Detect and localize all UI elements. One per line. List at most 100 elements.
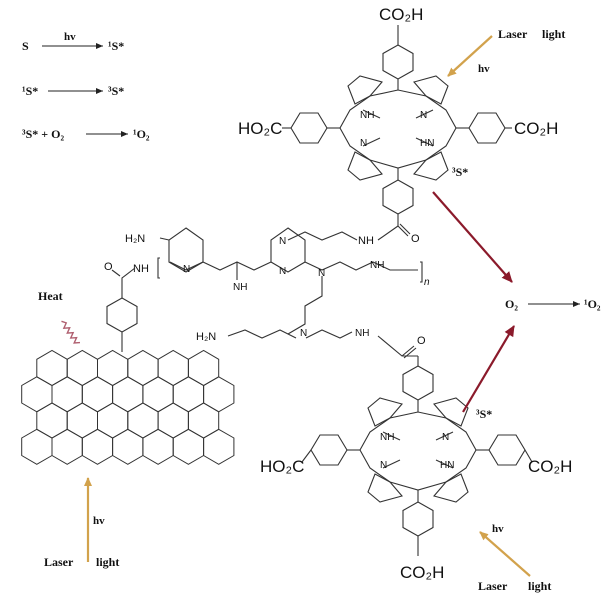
laser-arrow-top: Laser light hv <box>447 27 565 77</box>
laser-label-left: Laser <box>44 555 74 569</box>
graphene-hexagon <box>21 376 53 413</box>
phenyl-ring <box>488 434 526 466</box>
reaction-2: ¹S* ³S* <box>22 84 124 98</box>
graphene-hexagon <box>21 428 53 465</box>
hv-label-left: hv <box>93 515 105 527</box>
reaction-3: ³S* + O₂ ¹O₂ <box>22 127 150 141</box>
graphene-hexagon <box>157 402 189 439</box>
graphene-hexagon <box>187 349 220 387</box>
n-label: N <box>318 268 325 279</box>
reaction-scheme: S hv ¹S* ¹S* ³S* ³S* + O₂ ¹O₂ <box>22 31 150 141</box>
energy-transfer-top: ³S* <box>432 165 513 283</box>
light-label-left: light <box>96 555 119 569</box>
nh-label: NH <box>233 282 247 293</box>
carboxyl-label: CO₂H <box>400 563 444 582</box>
graphene-hexagon <box>112 376 144 413</box>
carbonyl-o-label: O <box>104 261 113 273</box>
amide-nh-label: NH <box>133 263 149 275</box>
graphene-hexagon <box>66 402 98 439</box>
amide-linker-graphene: NH O <box>104 261 149 352</box>
laser-arrow-bottom-right: hv Laser light <box>478 523 551 593</box>
nh-label: NH <box>355 328 369 339</box>
reaction-1-right: ¹S* <box>108 39 124 53</box>
reaction-2-left: ¹S* <box>22 84 38 98</box>
amide-linker-top: O NH <box>358 223 420 247</box>
carboxyl-label: CO₂H <box>379 5 423 24</box>
graphene-hexagon <box>36 349 68 387</box>
graphene-hexagon <box>97 349 129 387</box>
singlet-oxygen-reaction: O₂ ¹O₂ <box>505 297 601 311</box>
graphene-hexagon <box>66 349 98 387</box>
phenyl-ring <box>310 434 348 466</box>
n-label: N <box>300 328 307 339</box>
piperazine-ring <box>270 227 306 273</box>
singlet-oxygen-label: ¹O₂ <box>584 297 601 311</box>
triplet-label-bottom: ³S* <box>476 407 492 421</box>
amide-linker-bottom: O <box>377 335 426 366</box>
heat-wave <box>61 320 81 344</box>
hn-label: HN <box>440 460 454 471</box>
n-label: N <box>279 236 286 247</box>
amine-label: H₂N <box>125 233 145 245</box>
heat-indicator: Heat <box>38 289 81 344</box>
phenyl-ring <box>402 501 434 537</box>
phenyl-ring <box>382 179 414 215</box>
graphene-sheet <box>21 349 235 465</box>
carbonyl-o-label: O <box>417 335 426 347</box>
graphene-hexagon <box>97 402 129 439</box>
carboxyl-label: CO₂H <box>528 457 572 476</box>
n-label: N <box>183 264 190 275</box>
energy-transfer-bottom: ³S* <box>462 325 515 421</box>
reaction-3-left: ³S* + O₂ <box>22 127 64 141</box>
phenyl-ring <box>382 44 414 80</box>
reaction-1-left: S <box>22 39 29 53</box>
graphene-hexagon <box>142 428 174 465</box>
reaction-1-hv: hv <box>64 31 76 43</box>
repeat-n-label: n <box>424 277 430 288</box>
n-label: N <box>360 138 367 149</box>
reaction-1: S hv ¹S* <box>22 31 124 53</box>
pei-polymer: N N NH N H₂N n NH N N H₂N NH <box>125 227 430 343</box>
laser-label-top: Laser <box>498 27 528 41</box>
porphyrin-macrocycle <box>339 75 457 181</box>
porphyrin-top: CO₂H NH N N HN HO₂C CO₂H <box>238 5 558 226</box>
phenyl-ring <box>402 365 434 401</box>
graphene-hexagon <box>187 402 220 439</box>
light-label-top: light <box>542 27 565 41</box>
nh-label: NH <box>360 110 374 121</box>
nh-label: NH <box>370 260 384 271</box>
graphene-hexagon <box>157 349 189 387</box>
heat-label: Heat <box>38 289 63 303</box>
hv-label-bottom-right: hv <box>492 523 504 535</box>
light-label-bottom-right: light <box>528 579 551 593</box>
nh-label: NH <box>380 432 394 443</box>
hn-label: HN <box>420 138 434 149</box>
reaction-2-right: ³S* <box>108 84 124 98</box>
graphene-hexagon <box>142 376 174 413</box>
reaction-3-right: ¹O₂ <box>133 127 150 141</box>
graphene-hexagon <box>51 428 83 465</box>
graphene-hexagon <box>203 428 235 465</box>
graphene-hexagon <box>81 428 114 465</box>
hv-label-top: hv <box>478 63 490 75</box>
porphyrin-macrocycle <box>359 397 477 503</box>
carboxyl-label: HO₂C <box>260 457 304 476</box>
porphyrin-bottom: NH N N HN HO₂C CO₂H CO₂H <box>260 365 572 582</box>
graphene-hexagon <box>81 376 114 413</box>
graphene-hexagon <box>127 349 159 387</box>
o2-label: O₂ <box>505 297 518 311</box>
n-label: N <box>442 432 449 443</box>
amine-label: H₂N <box>196 331 216 343</box>
phenyl-ring <box>106 297 138 333</box>
carboxyl-label: HO₂C <box>238 119 282 138</box>
graphene-hexagon <box>112 428 144 465</box>
graphene-hexagon <box>203 376 235 413</box>
carbonyl-o-label: O <box>411 233 420 245</box>
n-label: N <box>279 266 286 277</box>
graphene-hexagon <box>172 376 205 413</box>
n-label: N <box>380 460 387 471</box>
graphene-hexagon <box>127 402 159 439</box>
graphene-hexagon <box>51 376 83 413</box>
amide-nh-label: NH <box>358 235 374 247</box>
